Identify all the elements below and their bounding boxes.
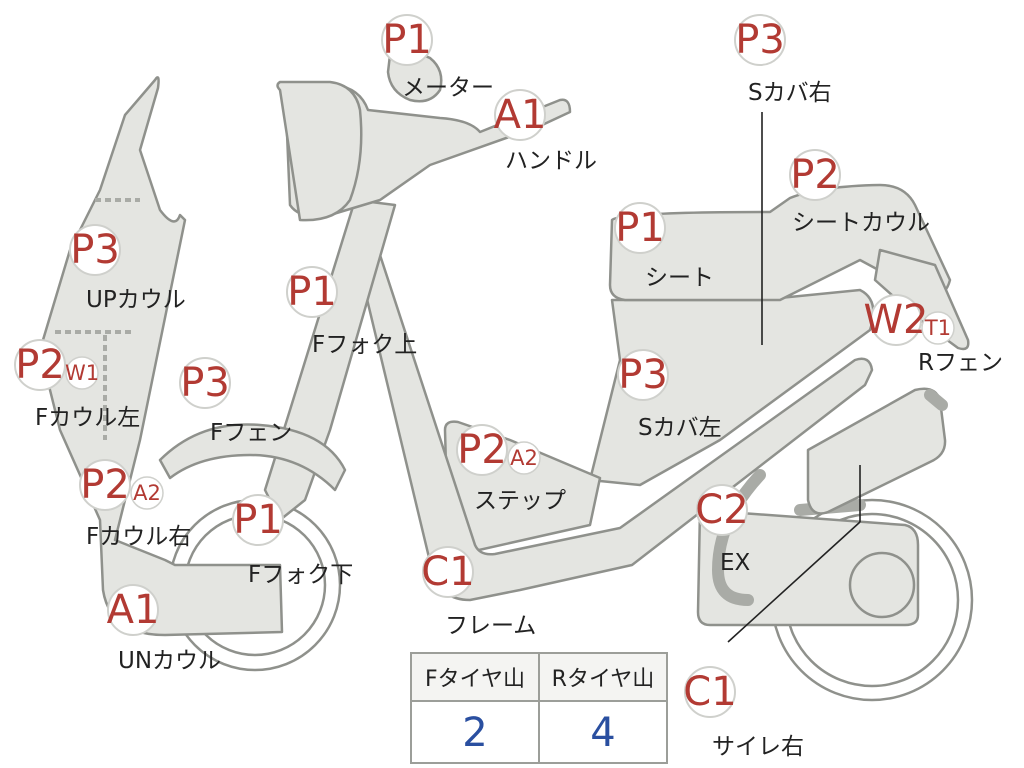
part-code: P1 bbox=[615, 205, 665, 251]
part-sub-code: A2 bbox=[133, 481, 161, 505]
leader-lines bbox=[727, 112, 861, 643]
part-code: A1 bbox=[494, 92, 547, 138]
rear-tire-header: Rタイヤ山 bbox=[538, 654, 666, 700]
part-code: P1 bbox=[382, 17, 432, 63]
code-badge bbox=[734, 14, 786, 66]
part-callout-meter: P1 メーター bbox=[381, 14, 494, 101]
part-code: P2 bbox=[15, 342, 65, 388]
code-badge bbox=[494, 89, 546, 141]
code-badge bbox=[286, 266, 338, 318]
code-badge bbox=[232, 494, 284, 546]
code-badge bbox=[684, 666, 736, 718]
part-label: EX bbox=[720, 550, 751, 576]
code-badge bbox=[456, 424, 508, 476]
part-label: サイレ右 bbox=[712, 734, 804, 760]
tire-table-values: 2 4 bbox=[412, 702, 666, 764]
part-label: Sカバ右 bbox=[748, 80, 832, 106]
part-label: UPカウル bbox=[86, 287, 186, 313]
part-label: Fカウル右 bbox=[86, 524, 191, 550]
code-badge bbox=[381, 14, 433, 66]
part-label: フレーム bbox=[445, 613, 536, 639]
part-sub-code: T1 bbox=[924, 316, 951, 340]
part-code: P3 bbox=[180, 360, 230, 406]
part-callout-handle: A1 ハンドル bbox=[494, 89, 597, 174]
part-callout-frame: C1 フレーム bbox=[421, 546, 536, 639]
code-badge bbox=[617, 349, 669, 401]
part-code: P1 bbox=[233, 497, 283, 543]
part-callout-seat-cowl: P2 シートカウル bbox=[789, 149, 930, 236]
tire-table-header: Fタイヤ山 Rタイヤ山 bbox=[412, 654, 666, 702]
code-badge bbox=[789, 149, 841, 201]
part-label: UNカウル bbox=[118, 648, 221, 674]
seat-cowl bbox=[608, 183, 952, 302]
part-label: ステップ bbox=[474, 488, 566, 514]
front-fender bbox=[158, 423, 347, 492]
part-code: C2 bbox=[695, 487, 748, 533]
code-badge bbox=[107, 584, 159, 636]
part-sub-code: A2 bbox=[510, 446, 538, 470]
part-code: P1 bbox=[287, 269, 337, 315]
part-label: メーター bbox=[402, 75, 494, 101]
code-badge bbox=[14, 339, 66, 391]
code-badge bbox=[422, 546, 474, 598]
front-cowl bbox=[38, 76, 284, 637]
part-label: Fカウル左 bbox=[35, 405, 140, 431]
part-label: Rフェン bbox=[918, 350, 1003, 376]
part-code: P2 bbox=[790, 152, 840, 198]
leader-silencer-b bbox=[727, 521, 861, 643]
front-tire-value: 2 bbox=[462, 710, 488, 756]
tire-tread-table: Fタイヤ山 Rタイヤ山 2 4 bbox=[410, 652, 668, 764]
part-code: P2 bbox=[80, 462, 130, 508]
part-label: シート bbox=[645, 265, 714, 291]
part-label: Fフェン bbox=[210, 420, 292, 446]
code-badge bbox=[870, 294, 922, 346]
headlight-lens bbox=[276, 80, 363, 222]
part-code: C1 bbox=[421, 549, 474, 595]
part-callout-seat: P1 シート bbox=[614, 202, 714, 291]
front-tire-header: Fタイヤ山 bbox=[425, 667, 525, 692]
code-badge bbox=[69, 224, 121, 276]
part-label: Sカバ左 bbox=[638, 415, 722, 441]
part-callout-silencer-right: C1 サイレ右 bbox=[683, 666, 804, 760]
code-badge bbox=[696, 484, 748, 536]
rear-tire-value: 4 bbox=[538, 702, 666, 764]
part-sub-code: W1 bbox=[65, 361, 99, 385]
sub-code-badge bbox=[130, 476, 164, 510]
part-label: ハンドル bbox=[505, 148, 597, 174]
silencer-tip bbox=[924, 389, 948, 411]
part-code: P3 bbox=[618, 352, 668, 398]
part-code: C1 bbox=[683, 669, 736, 715]
part-code: P2 bbox=[457, 427, 507, 473]
part-code: W2 bbox=[864, 297, 929, 343]
sub-code-badge bbox=[65, 356, 99, 390]
part-code: P3 bbox=[70, 227, 120, 273]
part-code: A1 bbox=[107, 587, 160, 633]
rear-hub bbox=[848, 551, 916, 619]
code-badge bbox=[79, 459, 131, 511]
part-label: Fフォク上 bbox=[312, 332, 417, 358]
part-label: シートカウル bbox=[792, 210, 930, 236]
part-label: Fフォク下 bbox=[248, 562, 353, 588]
sub-code-badge bbox=[507, 441, 541, 475]
code-badge bbox=[179, 357, 231, 409]
sub-code-badge bbox=[921, 311, 955, 345]
code-badge bbox=[614, 202, 666, 254]
part-code: P3 bbox=[735, 17, 785, 63]
